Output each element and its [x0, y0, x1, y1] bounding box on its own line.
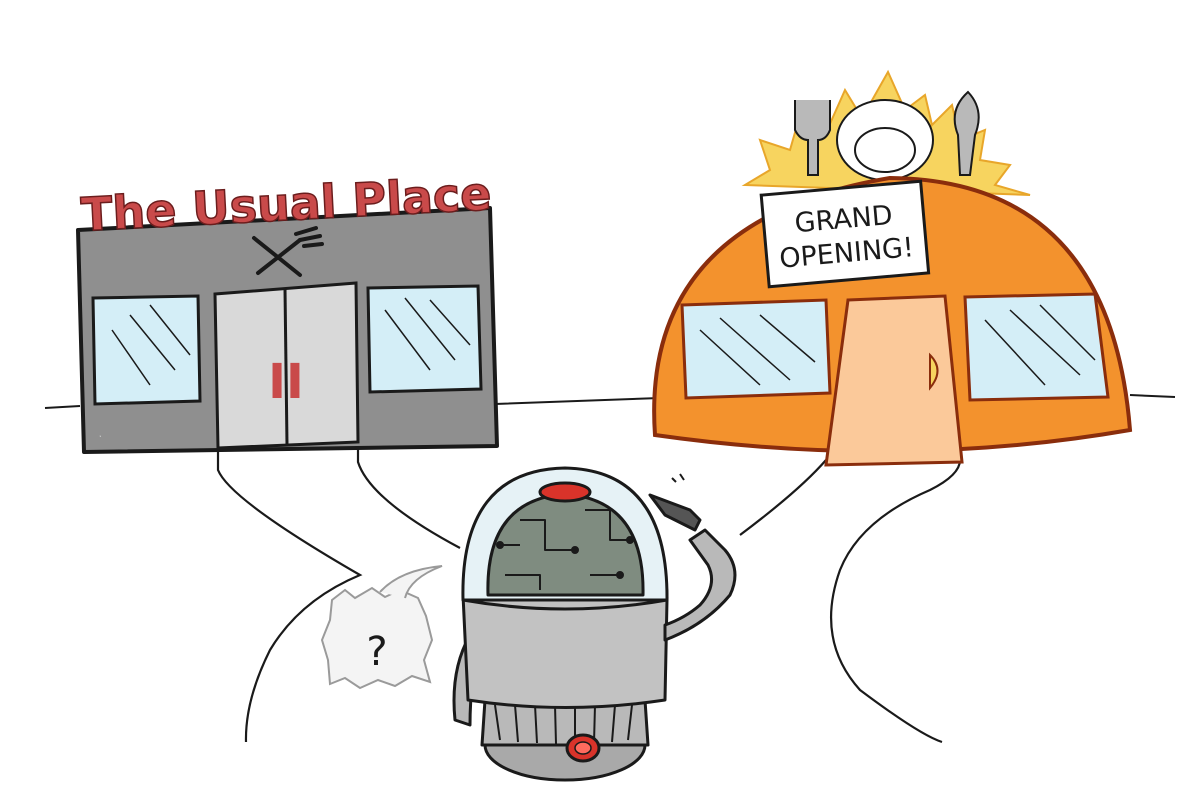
- robot: [452, 466, 737, 782]
- watermark: ·: [97, 431, 104, 442]
- grand-opening-restaurant: GRAND OPENING!: [652, 69, 1133, 467]
- speech-bubble: ?: [320, 565, 443, 690]
- forking-paths: [216, 445, 962, 744]
- usual-place-restaurant: II The Usual Place: [76, 166, 499, 454]
- door-handles: II: [268, 354, 304, 410]
- dome-door: [824, 294, 964, 467]
- robot-right-arm: [663, 528, 737, 642]
- grand-opening-banner: GRAND OPENING!: [759, 179, 931, 289]
- robot-head-light: [538, 481, 592, 503]
- usual-place-right-window: [366, 284, 483, 394]
- horizon-line: [44, 394, 1176, 409]
- fork-knife-icon: [252, 226, 324, 277]
- usual-place-left-window: [91, 294, 202, 406]
- brain-circuits: [496, 509, 634, 590]
- cutlery-icon: [794, 90, 980, 181]
- robot-hand: [648, 493, 702, 532]
- question-mark: ?: [366, 629, 387, 675]
- dome-right-window: [963, 292, 1110, 402]
- door-knob: [929, 352, 939, 391]
